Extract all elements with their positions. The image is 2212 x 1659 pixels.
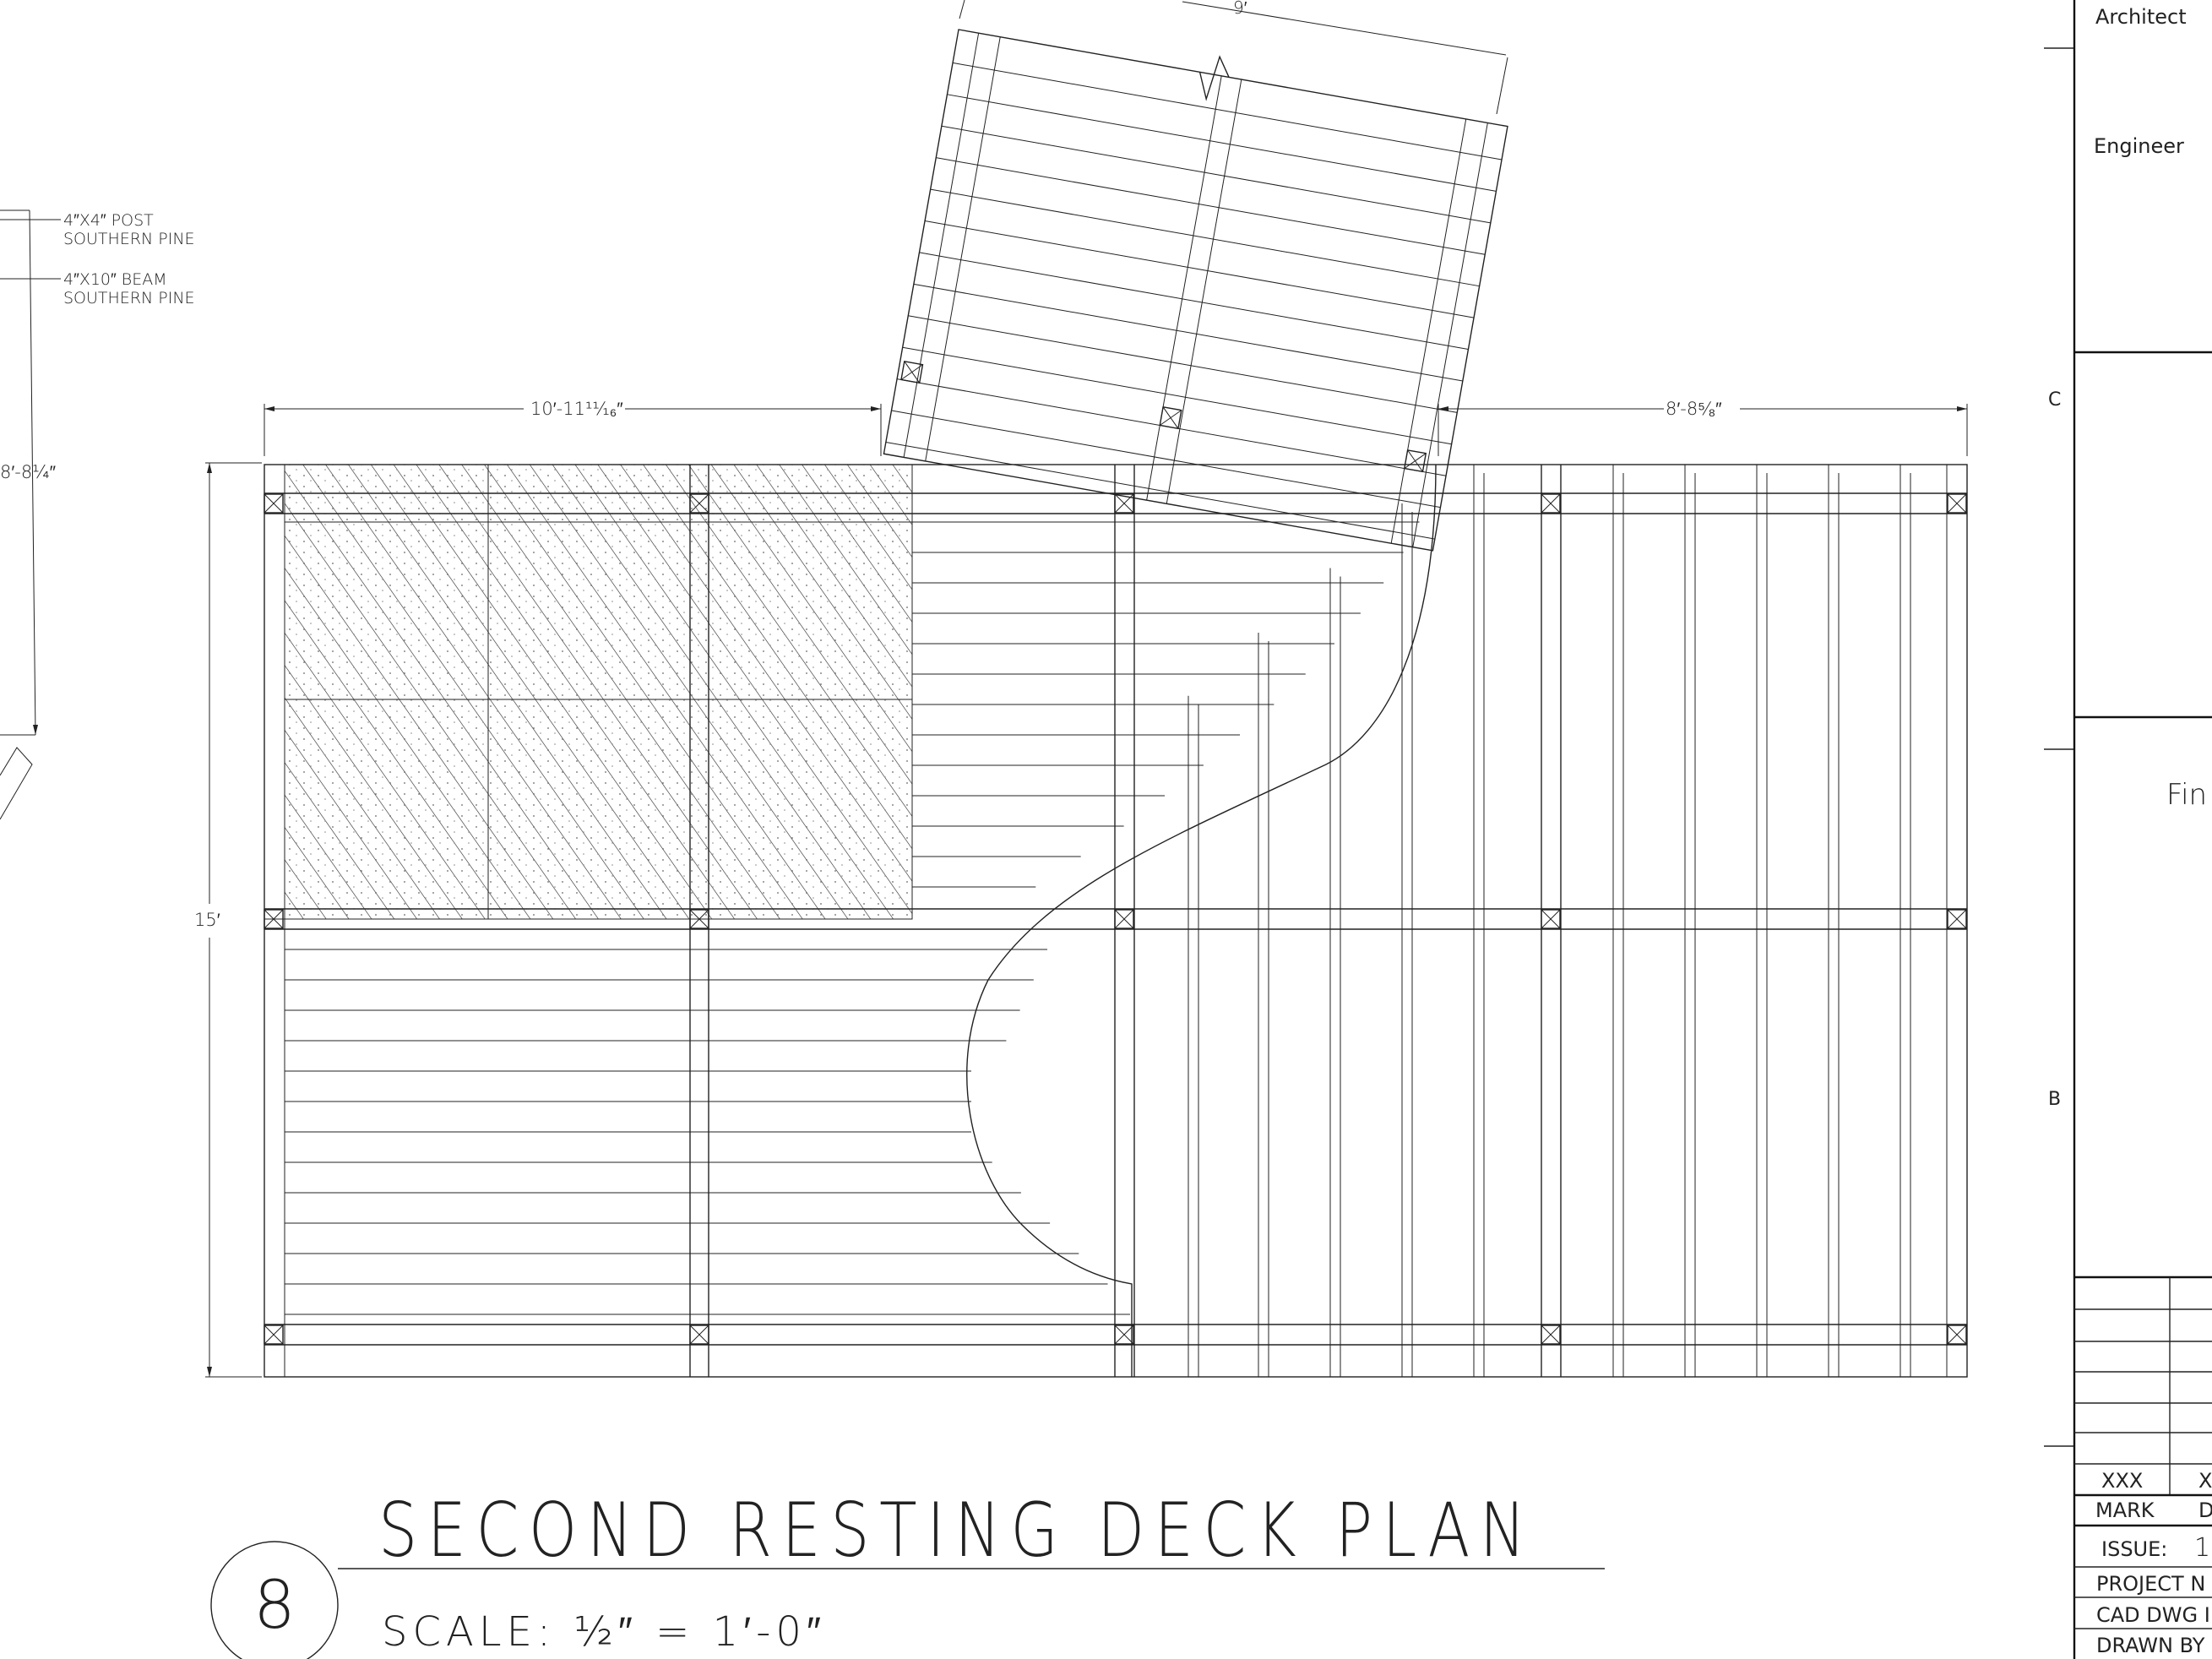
cad-dwg-label: CAD DWG I	[2096, 1603, 2210, 1627]
stair-run	[883, 29, 1508, 552]
issue-label: ISSUE:	[2101, 1537, 2167, 1561]
beam-label-line2: SOUTHERN PINE	[63, 289, 195, 307]
left-height-label: 15′	[194, 910, 220, 930]
detail-number-circle	[210, 1541, 339, 1659]
top-left-dimension: 10′-11¹¹⁄₁₆″	[264, 399, 882, 456]
left-height-dimension: 15′	[194, 462, 262, 1378]
desc-header: D	[2198, 1499, 2212, 1522]
grid-markers: C B	[2044, 47, 2074, 1447]
top-left-dimension-label: 10′-11¹¹⁄₁₆″	[530, 399, 623, 419]
horizontal-decking-bottom	[285, 949, 1130, 1315]
revision-table: XXX X MARK D ISSUE: 1 PROJECT N CAD DWG …	[2074, 1277, 2212, 1657]
partial-section-detail: 8′-8¼″ 4″X4″ POST SOUTHERN PINE 4″X10″ B…	[0, 209, 195, 820]
horizontal-decking-top	[912, 521, 1420, 888]
decking-transition-curve	[966, 464, 1437, 1377]
hatched-pavers	[264, 464, 913, 920]
drawing-title: 8 SECOND RESTING DECK PLAN SCALE: ½″ = 1…	[210, 1487, 1605, 1659]
detail-number: 8	[253, 1568, 296, 1644]
drawn-by-label: DRAWN BY	[2096, 1634, 2205, 1657]
vertical-decking	[1188, 465, 1911, 1377]
revision-desc-value: X	[2198, 1469, 2212, 1493]
drawing-title-text: SECOND RESTING DECK PLAN	[378, 1487, 1535, 1574]
deck-plan	[264, 464, 1968, 1378]
engineer-label: Engineer	[2094, 134, 2184, 158]
drawing-scale-text: SCALE: ½″ = 1′-0″	[382, 1608, 826, 1656]
grid-marker-c: C	[2048, 389, 2061, 411]
mark-header: MARK	[2095, 1499, 2155, 1522]
architect-label: Architect	[2095, 5, 2187, 29]
stamp-fragment: Fin	[2166, 778, 2207, 812]
title-block: Architect Engineer Fin XXX X MARK D ISSU…	[2073, 0, 2212, 1659]
grid-marker-b: B	[2048, 1089, 2061, 1110]
post-label-line1: 4″X4″ POST	[63, 211, 154, 230]
partial-dimension-label: 8′-8¼″	[0, 462, 57, 482]
posts	[264, 493, 1967, 1345]
post-label-line2: SOUTHERN PINE	[63, 230, 195, 248]
revision-mark-value: XXX	[2101, 1469, 2143, 1493]
beam-label-line1: 4″X10″ BEAM	[63, 270, 167, 289]
stair-width-dimension: 9′	[959, 0, 1508, 115]
top-right-dimension-label: 8′-8⁵⁄₈″	[1666, 399, 1722, 419]
project-number-label: PROJECT N	[2096, 1572, 2205, 1596]
stair-width-label: 9′	[1233, 0, 1247, 18]
issue-value: 1	[2194, 1533, 2210, 1563]
top-right-dimension: 8′-8⁵⁄₈″	[1438, 399, 1968, 456]
